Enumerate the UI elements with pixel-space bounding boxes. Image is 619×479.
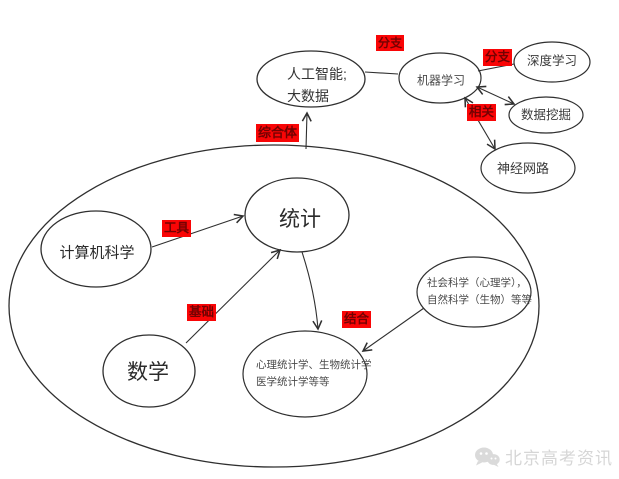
node-data-mining: 数据挖掘 xyxy=(520,108,572,123)
node-applied-statistics-line1: 心理统计学、生物统计学 xyxy=(256,359,372,371)
node-sciences-line1: 社会科学（心理学）， xyxy=(427,277,527,289)
edge-ml-data-mining xyxy=(475,85,516,106)
edge-cs-statistics xyxy=(151,213,245,248)
edge-statistics-applied xyxy=(301,251,323,331)
node-ai-bigdata: 人工智能; 大数据 xyxy=(287,63,347,107)
edge-ai-ml xyxy=(364,71,399,75)
ai-bigdata-ellipse xyxy=(256,50,366,108)
edge-label-tool: 工具 xyxy=(162,220,192,237)
sciences-ellipse xyxy=(416,256,532,328)
container-ellipse xyxy=(8,144,540,468)
node-mathematics: 数学 xyxy=(127,360,169,384)
deep-learning-ellipse xyxy=(513,41,591,83)
watermark-text: 北京高考资讯 xyxy=(505,449,613,468)
mathematics-ellipse xyxy=(102,334,196,408)
node-computer-science: 计算机科学 xyxy=(59,244,135,262)
node-ai-bigdata-line2: 大数据 xyxy=(287,88,329,104)
statistics-ellipse xyxy=(244,177,350,253)
edge-label-combine: 结合 xyxy=(342,311,372,328)
edge-label-complex: 综合体 xyxy=(256,124,300,142)
node-neural-network: 神经网路 xyxy=(496,160,550,176)
machine-learning-ellipse xyxy=(398,52,482,104)
wechat-icon xyxy=(474,446,500,468)
edge-label-related: 相关 xyxy=(467,104,497,121)
edge-label-branch-1: 分支 xyxy=(376,35,405,52)
edge-container-ai xyxy=(301,111,312,150)
edge-label-branch-2: 分支 xyxy=(483,49,513,66)
edge-sciences-applied xyxy=(361,307,425,352)
neural-network-ellipse xyxy=(480,142,576,194)
node-statistics: 统计 xyxy=(279,207,321,231)
watermark: 北京高考资讯 xyxy=(474,444,613,469)
node-deep-learning: 深度学习 xyxy=(526,54,578,69)
node-ai-bigdata-line1: 人工智能; xyxy=(287,66,347,82)
node-applied-statistics: 心理统计学、生物统计学 医学统计学等等 xyxy=(256,357,372,391)
node-machine-learning: 机器学习 xyxy=(416,73,466,88)
edge-math-statistics xyxy=(185,248,282,344)
node-applied-statistics-line2: 医学统计学等等 xyxy=(256,376,330,388)
computer-science-ellipse xyxy=(40,210,152,288)
node-sciences-line2: 自然科学（生物）等等 xyxy=(427,294,532,306)
node-sciences: 社会科学（心理学）， 自然科学（生物）等等 xyxy=(427,275,532,309)
edge-label-foundation: 基础 xyxy=(187,304,217,321)
data-mining-ellipse xyxy=(508,96,584,134)
applied-statistics-ellipse xyxy=(242,330,368,418)
